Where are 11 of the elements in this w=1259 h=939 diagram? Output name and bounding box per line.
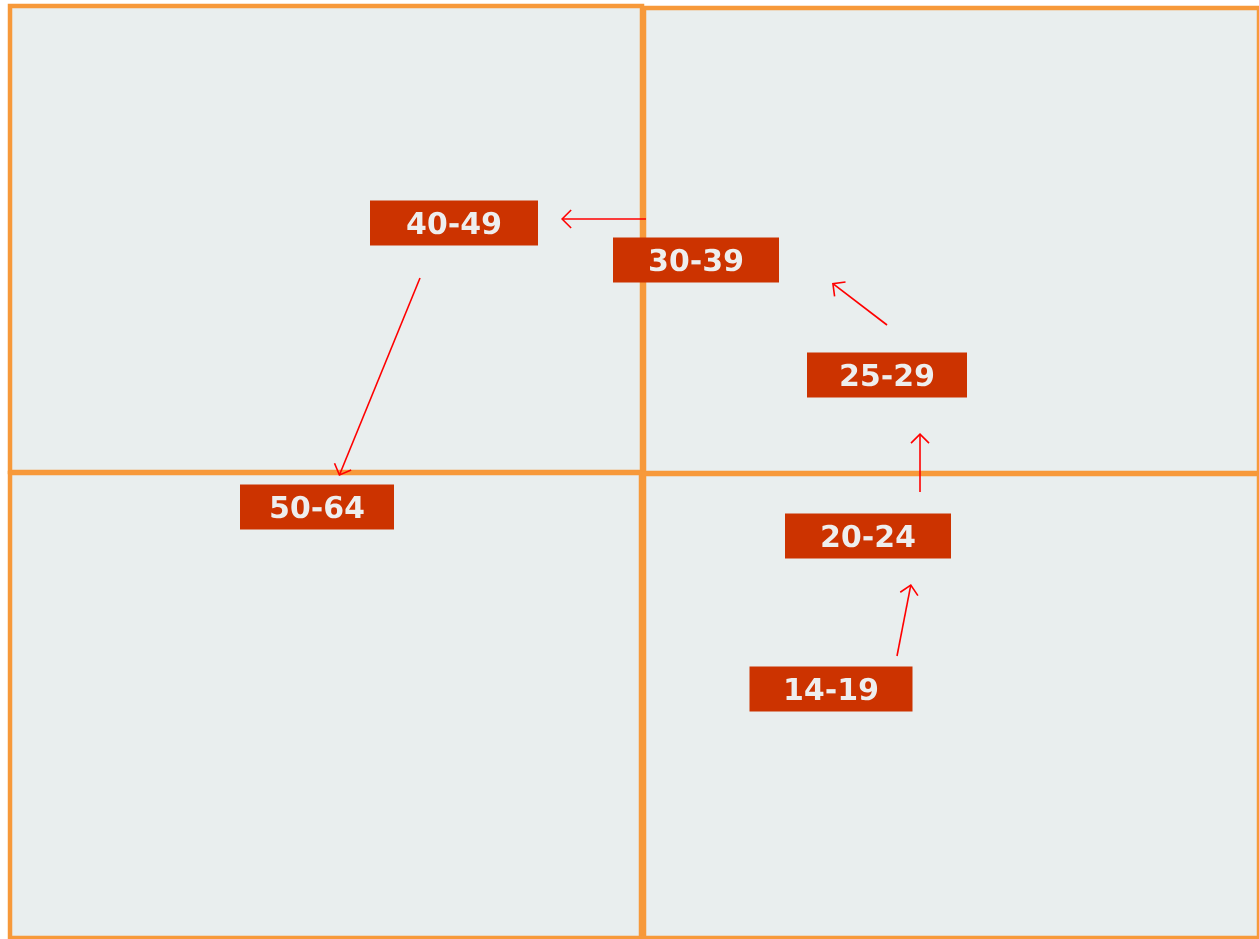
age-label: 25-29 <box>807 352 967 398</box>
arrow <box>333 277 421 476</box>
age-label: 50-64 <box>240 484 394 530</box>
age-label: 30-39 <box>613 237 779 283</box>
age-label: 20-24 <box>785 513 951 559</box>
arrow <box>561 209 647 229</box>
arrow <box>910 433 930 493</box>
arrow <box>832 281 888 326</box>
age-label: 14-19 <box>749 666 913 712</box>
age-label: 40-49 <box>370 200 538 246</box>
arrow <box>896 584 919 657</box>
